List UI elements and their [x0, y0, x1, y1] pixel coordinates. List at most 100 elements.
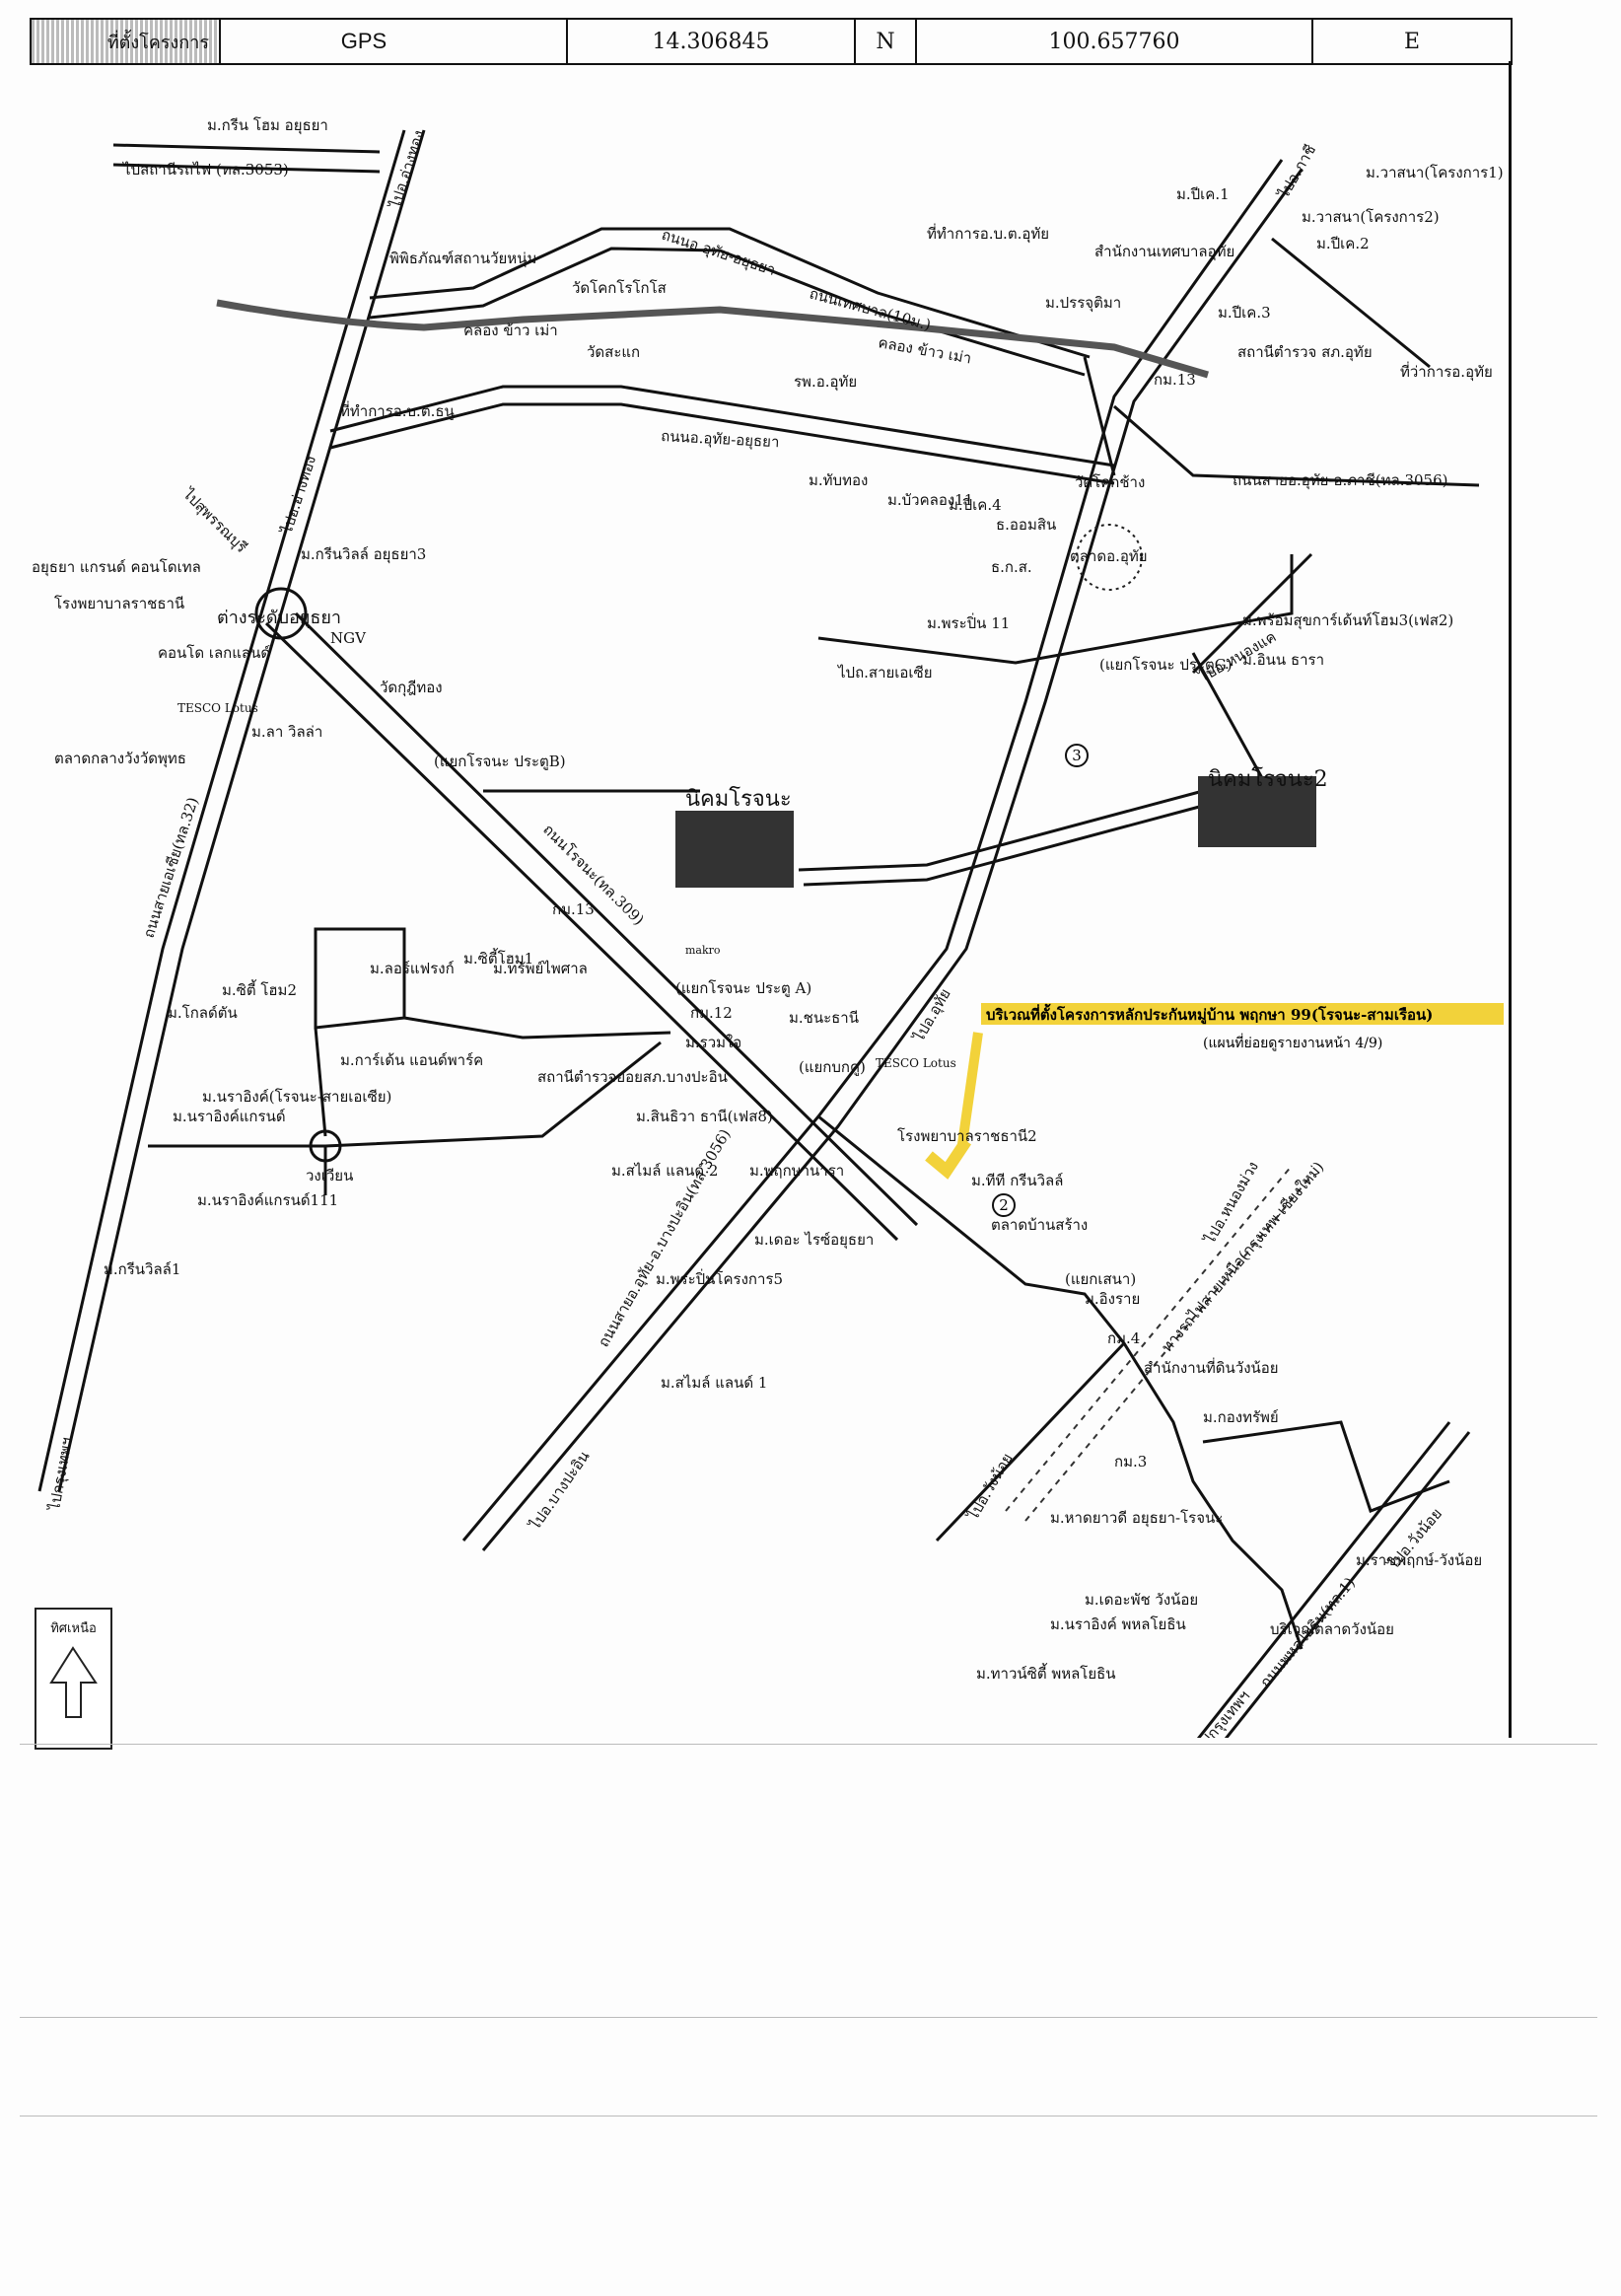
label-pruksa-pin: ม.พระปิ่นโครงการ5 — [656, 1268, 783, 1288]
road-estate-link-2 — [803, 804, 1204, 887]
road-asia-2 — [57, 129, 426, 1492]
road-connector — [1083, 356, 1116, 476]
label-hospital: รพ.อ.อุทัย — [794, 373, 857, 392]
label-km12: กม.12 — [690, 1004, 733, 1022]
road-label-to-angthong2: ไปอ.อ่างทอง — [277, 454, 319, 537]
label-office-wangnoi: สำนักงานที่ดินวังน้อย — [1144, 1357, 1279, 1377]
label-ingrai: ม.อิงราย — [1085, 1290, 1140, 1308]
road-phahon-branch — [1202, 1420, 1450, 1513]
gps-latitude-dir: N — [856, 20, 917, 63]
scan-line-3 — [20, 2116, 1597, 2117]
label-grand: อยุธยา แกรนด์ คอนโดเทล — [32, 558, 201, 577]
road-loop-link2 — [314, 1027, 327, 1137]
market-area-circle — [1076, 524, 1143, 591]
label-sena: (แยกเสนา) — [1065, 1270, 1136, 1288]
label-km13b: กม.13 — [552, 900, 595, 918]
label-garden-park: ม.การ์เด้น แอนด์พาร์ค — [340, 1051, 483, 1069]
scan-line-1 — [20, 1744, 1597, 1745]
label-klong-ton: ม.โกลด์ตัน — [168, 1004, 238, 1022]
canal — [216, 299, 1209, 379]
scan-line-2 — [20, 2017, 1597, 2018]
road-rojana — [264, 621, 899, 1242]
highlight-text: บริเวณที่ตั้งโครงการหลักประกันหมู่บ้าน พ… — [981, 1003, 1504, 1051]
label-pk1: ม.ปีเค.1 — [1176, 185, 1230, 203]
label-greenville3: ม.กรีนวิลล์ อยุธยา3 — [301, 545, 426, 564]
label-condo: คอนโด เลกแลนด์ — [158, 644, 270, 662]
label-pk2: ม.ปีเค.2 — [1316, 235, 1370, 252]
road-label-uthai-mid: ถนนอ.อุทัย-อยุธยา — [661, 427, 780, 452]
label-bua11: ม.บัวคลอง11 — [887, 491, 973, 509]
label-office-uthai: ที่ว่าการอ.อุทัย — [1400, 361, 1493, 382]
road-label-3056-south: ถนนสายอ.อุทัย-อ.บางปะอิน(ทล.3056) — [595, 1126, 736, 1351]
road-3053-2 — [112, 163, 381, 174]
label-inthra: ม.อินน ธารา — [1242, 651, 1324, 669]
label-km13: กม.13 — [1154, 371, 1196, 389]
road-label-to-asia: ไปถ.สายเอเซีย — [837, 664, 933, 682]
label-gsb: ธ.ออมสิน — [996, 516, 1056, 534]
gps-left-label: ที่ตั้งโครงการ — [32, 20, 221, 63]
north-arrow-icon — [49, 1646, 98, 1718]
label-smile2: ม.สไมล์ แลนด์ 2 — [611, 1162, 718, 1180]
label-narabee111: ม.นราอิงค์แกรนด์111 — [197, 1191, 338, 1209]
road-label-klong1: คลอง ข้าว เม่า — [463, 322, 558, 339]
label-km4: กม.4 — [1107, 1329, 1140, 1347]
road-wangnoi — [817, 1114, 1304, 1650]
gps-longitude-dir: E — [1403, 29, 1421, 54]
highlight-arrowhead — [925, 1137, 971, 1180]
road-label-to-suphan: ไปสุพรรณบุรี — [178, 484, 250, 556]
label-smile1: ม.สไมล์ แลนด์ 1 — [661, 1374, 767, 1392]
label-wasana1: ม.วาสนา(โครงการ1) — [1366, 164, 1504, 181]
road-label-3053: ไปสถานีรถไฟ (ทล.3053) — [122, 161, 289, 179]
interchange-icon — [254, 587, 308, 640]
road-label-to-wangnoi2: ไปอ.วังน้อย — [963, 1450, 1016, 1524]
label-office-otb: ที่ทำการอ.บ.ต.ธนู — [340, 400, 455, 420]
road-label-klong2: คลอง ข้าว เม่า — [877, 333, 972, 367]
road-uthai-mid — [329, 385, 1115, 467]
label-kongsap: ม.กองทรัพย์ — [1203, 1408, 1279, 1426]
map-area: ม.กรีน โฮม อยุธยา ม.วาสนา(โครงการ1) ม.วา… — [30, 61, 1512, 1768]
highlight-subtitle: (แผนที่ย่อยดูรายงานหน้า 4/9) — [1203, 1034, 1382, 1051]
label-green-home: ม.กรีน โฮม อยุธยา — [207, 116, 328, 135]
label-tesco2: TESCO Lotus — [876, 1056, 956, 1070]
marker-3 — [1065, 744, 1089, 767]
highlight-arrow — [956, 1032, 983, 1152]
roads — [37, 129, 1480, 1768]
label-narabee-phahon: ม.นราอิงค์ พหลโยธิน — [1050, 1615, 1186, 1633]
label-wat-sakae: วัดสะแก — [587, 343, 640, 361]
label-lavilla: ม.ลา วิลล่า — [251, 723, 322, 741]
label-narabee2: ม.นราอิงค์แกรนด์ — [173, 1108, 286, 1125]
label-greenville1: ม.กรีนวิลล์1 — [104, 1260, 180, 1278]
road-uthai-mid-2 — [329, 402, 1115, 485]
road-phahon — [1181, 1421, 1451, 1758]
number-marker-text: 3 2 — [999, 747, 1082, 1214]
label-rajpruk: ม.ราชพฤกษ์-วังน้อย — [1356, 1551, 1482, 1569]
road-labels: ไปสถานีรถไฟ (ทล.3053) ถนนอ.อุทัย-อยุธยา … — [45, 128, 1447, 1757]
label-hatyai: ม.หาดยาวดี อยุธยา-โรจนะ — [1050, 1509, 1223, 1528]
label-wangnoi-market: บริเวณตลาดวังน้อย — [1270, 1620, 1394, 1638]
label-thetsaban-wang: ม.เดอะพัช วังน้อย — [1085, 1591, 1198, 1609]
label-talad-bansang: ตลาดบ้านสร้าง — [991, 1216, 1088, 1234]
marker-3-label: 3 — [1072, 747, 1082, 764]
label-rajthani2: โรงพยาบาลราชธานี2 — [897, 1127, 1037, 1145]
estate2-photo — [1198, 776, 1316, 847]
label-km3: กม.3 — [1114, 1453, 1147, 1471]
road-3053 — [112, 143, 381, 154]
label-talad-klang: ตลาดกลางวังวัดพุทธ — [54, 750, 186, 768]
label-office-bk: ที่ทำการอ.บ.ต.อุทัย — [927, 223, 1049, 244]
label-museum: พิพิธภัณฑ์สถานวัยหนุ่ม — [389, 250, 536, 268]
road-estate2 — [1191, 652, 1274, 797]
label-ngv: NGV — [330, 629, 367, 647]
label-market: ตลาดอ.อุทัย — [1070, 547, 1148, 566]
road-uthai-top-2 — [369, 247, 1086, 377]
number-markers — [992, 744, 1089, 1217]
location-map: ม.กรีน โฮม อยุธยา ม.วาสนา(โครงการ1) ม.วา… — [32, 116, 1504, 1768]
label-plaza: ม.เดอะ ไรซ์อยุธยา — [754, 1231, 874, 1250]
label-makro: makro — [685, 944, 721, 957]
label-rojana-b: (แยกโรจนะ ประตูB) — [434, 753, 566, 770]
label-thawai: ม.ทรัพย์ไพศาล — [493, 960, 588, 977]
road-asia-south — [935, 1341, 1126, 1543]
label-estate1: นิคมโรจนะ — [685, 786, 792, 812]
label-rooftop: ม.ลอร์แฟรงก์ — [370, 960, 455, 977]
label-roundabout: วงเวียน — [306, 1167, 353, 1184]
